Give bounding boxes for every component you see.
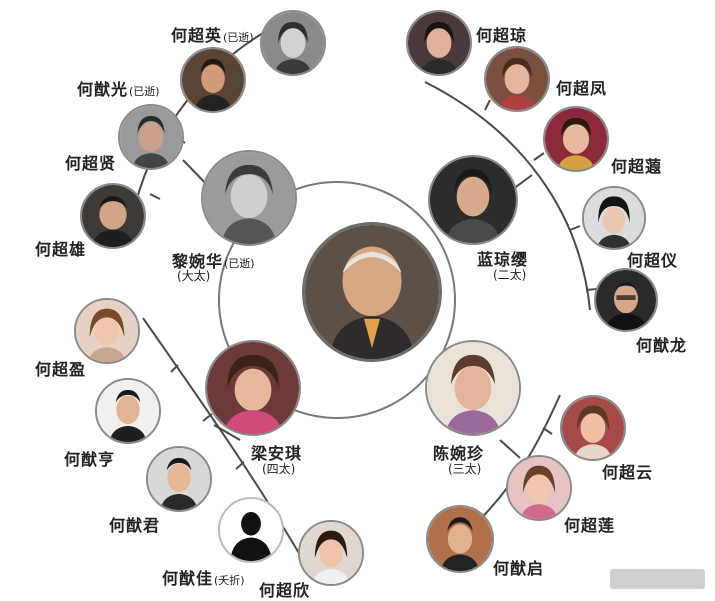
child-w3-0-name: 何超云 [602, 463, 654, 482]
wife-1-title: (大太) [177, 269, 211, 283]
child-portrait-icon [406, 10, 472, 76]
inner-ring [218, 181, 456, 419]
child-portrait-icon [260, 10, 326, 76]
child-portrait-icon [118, 104, 184, 170]
child-portrait-icon [298, 520, 364, 586]
child-portrait-icon [95, 378, 161, 444]
child-portrait-icon [146, 446, 212, 512]
child-w1-0-name: 何超英(已逝) [171, 26, 254, 45]
woman-portrait-icon [425, 340, 521, 436]
child-w4-1-name: 何猷亨 [64, 450, 116, 469]
child-portrait-icon [594, 268, 658, 332]
child-portrait-icon [426, 505, 494, 573]
child-portrait-icon [80, 183, 146, 249]
woman-portrait-icon [205, 340, 301, 436]
child-w4-3-name: 何猷佳(夭折) [162, 569, 245, 588]
watermark-overlay [610, 569, 705, 589]
child-portrait-icon [582, 186, 646, 250]
woman-portrait-icon [201, 150, 297, 246]
child-w1-1-name: 何猷光(已逝) [77, 80, 160, 99]
wife-2-name: 蓝琼缨 [477, 250, 529, 269]
child-w4-2-name: 何猷君 [109, 516, 161, 535]
child-w2-1-name: 何超凤 [556, 79, 608, 98]
child-portrait-icon [560, 395, 626, 461]
child-portrait-icon [543, 106, 609, 172]
child-portrait-icon [506, 455, 572, 521]
wife-3-title: (三太) [448, 462, 482, 476]
wife-3-name: 陈婉珍 [433, 444, 485, 463]
child-w2-0-name: 何超琼 [476, 26, 528, 45]
child-w4-4-name: 何超欣 [259, 581, 311, 600]
child-w1-3-name: 何超雄 [35, 240, 87, 259]
child-w3-1-name: 何超莲 [564, 516, 616, 535]
child-portrait-icon [74, 298, 140, 364]
wife-1-name: 黎婉华(已逝) [172, 252, 255, 271]
child-portrait-icon [484, 46, 550, 112]
wife-2-title: (二太) [493, 268, 527, 282]
child-w2-3-name: 何超仪 [627, 251, 679, 270]
child-w2-2-name: 何超蕸 [611, 157, 663, 176]
arc-w2 [424, 81, 591, 311]
child-w1-2-name: 何超贤 [65, 154, 117, 173]
woman-portrait-icon [428, 155, 518, 245]
child-portrait-icon [180, 47, 246, 113]
wife-4-name: 梁安琪 [251, 444, 303, 463]
wife-4-title: (四太) [262, 462, 296, 476]
child-w4-0-name: 何超盈 [35, 360, 87, 379]
silhouette-placeholder-icon [218, 497, 284, 563]
child-w2-4-name: 何猷龙 [636, 336, 688, 355]
child-w3-2-name: 何猷启 [493, 559, 545, 578]
elderly-man-portrait-icon [302, 222, 442, 362]
